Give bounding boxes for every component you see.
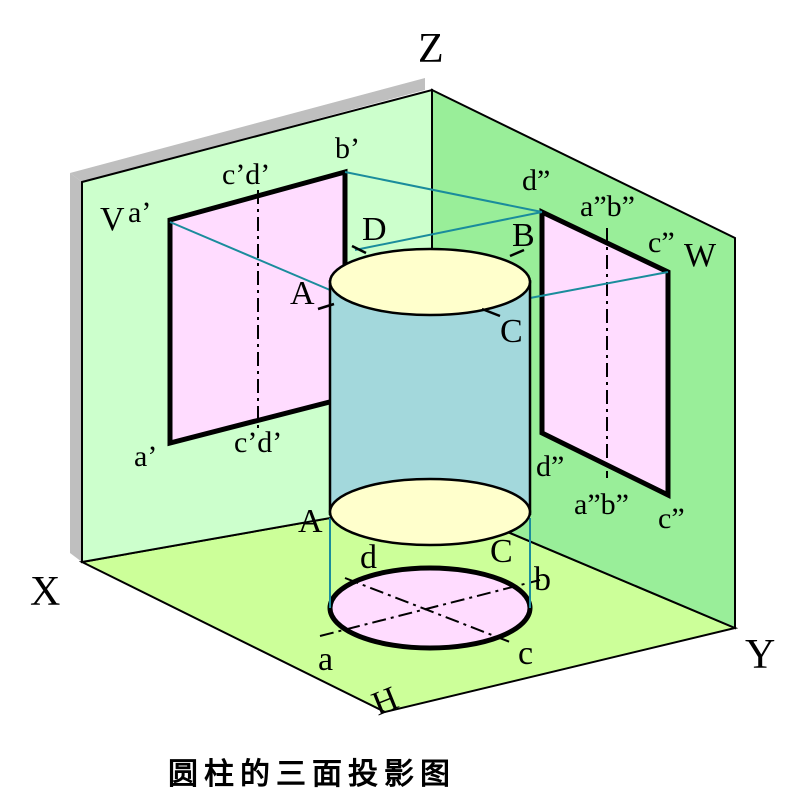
axis-y-label: Y: [745, 632, 775, 678]
front-view-label-a-top: a’: [128, 196, 151, 229]
top-view-label-c: c: [518, 635, 533, 672]
axis-x-label: X: [30, 569, 60, 615]
cylinder-label-b-top: B: [512, 217, 535, 254]
cylinder-label-c-bottom: C: [490, 533, 513, 570]
top-view-centerline-2: [344, 577, 511, 643]
cylinder-label-a-bottom: A: [298, 503, 323, 540]
side-view-rectangle: [539, 208, 671, 500]
top-view-label-b: b: [534, 561, 551, 598]
v-plane-shadow: [70, 78, 425, 182]
cylinder-top-cap: [328, 247, 532, 317]
diagram-caption: 圆柱的三面投影图: [168, 757, 456, 792]
plane-w-label: W: [684, 237, 717, 274]
side-view-label-c-bottom: c”: [658, 502, 685, 535]
cylinder-label-a-top: A: [290, 275, 315, 312]
top-view-centerline-1: [319, 579, 541, 637]
cylinder-label-d-top: D: [362, 211, 387, 248]
projector-lines: [169, 171, 669, 608]
side-view-label-ab-bottom: a”b”: [574, 488, 629, 521]
cylinder-body: [330, 280, 530, 515]
side-view-label-d-top: d”: [522, 164, 550, 197]
cylinder-bottom-cap: [328, 477, 532, 547]
top-view-label-d: d: [360, 539, 377, 576]
v-plane-shadow-left: [70, 173, 82, 562]
axis-z-label: Z: [418, 26, 444, 72]
front-view-label-cd-bottom: c’d’: [234, 426, 282, 459]
cylinder-point-ticks: [317, 244, 525, 318]
cylinder-label-c-top: C: [500, 313, 523, 350]
front-view-label-a-bottom: a’: [134, 440, 157, 473]
side-view-label-ab-top: a”b”: [580, 190, 635, 223]
top-view-label-a: a: [318, 641, 333, 678]
plane-v-label: V: [100, 201, 125, 238]
front-view-label-cd-top: c’d’: [222, 158, 270, 191]
front-view-label-b-top: b’: [335, 132, 360, 165]
side-view-label-d-bottom: d”: [536, 450, 564, 483]
side-view-label-c-top: c”: [648, 226, 675, 259]
